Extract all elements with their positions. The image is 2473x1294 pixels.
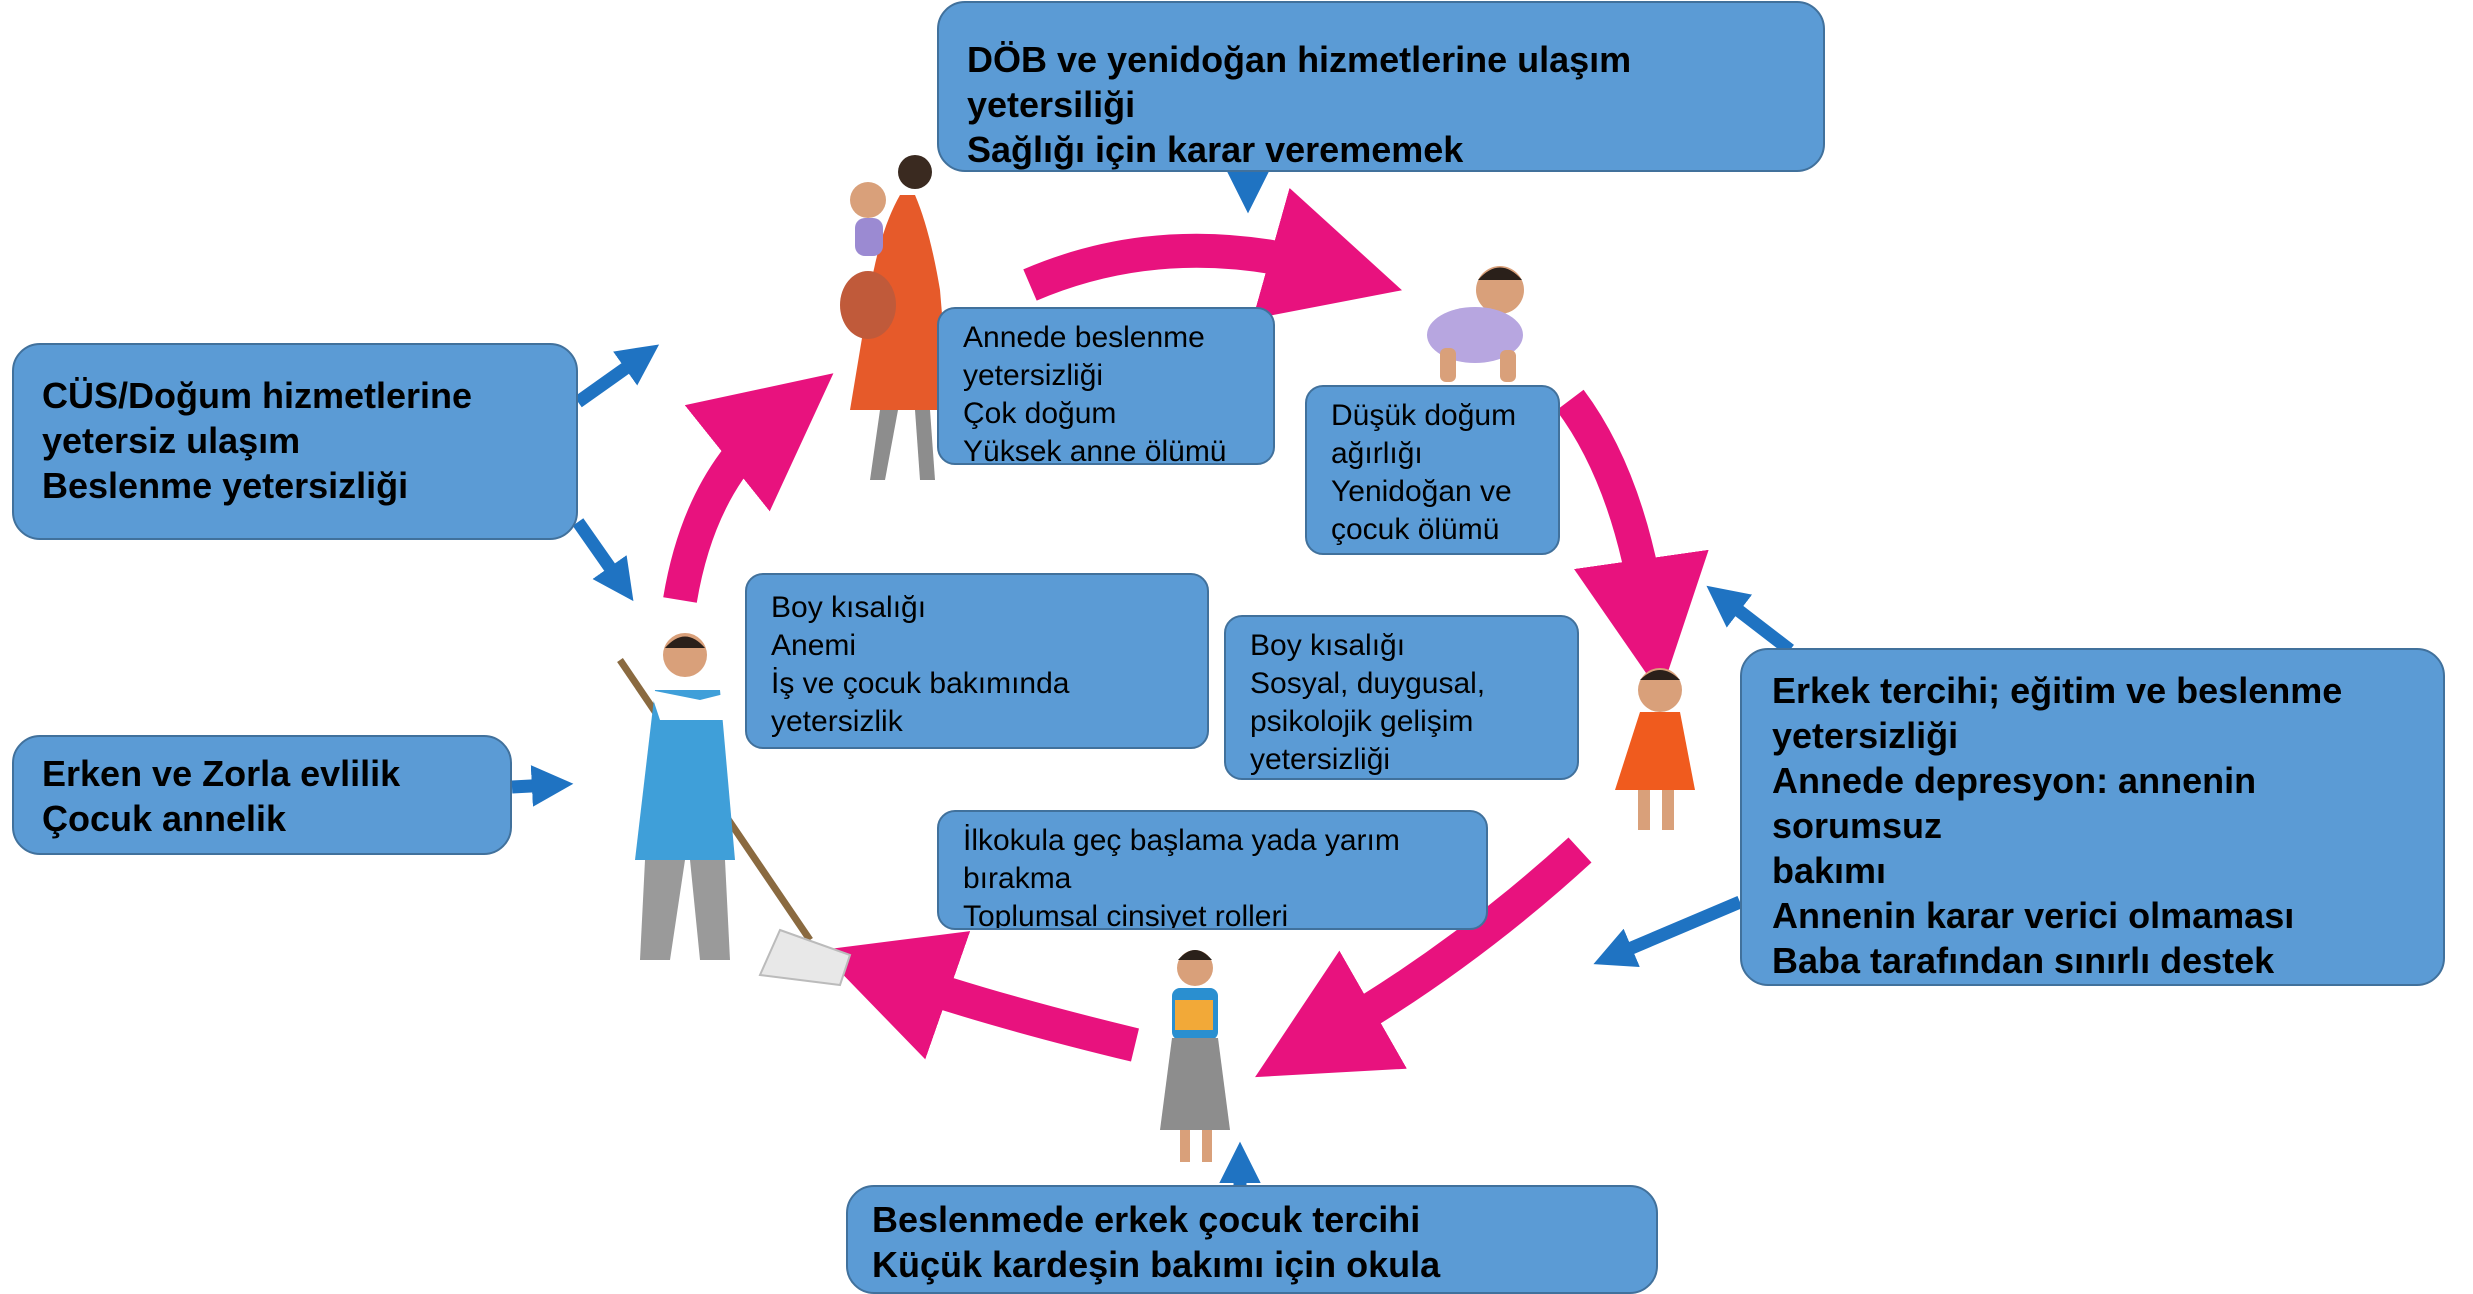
cycle-arrow-child-to-girl bbox=[1255, 837, 1592, 1078]
school-girl-illustration bbox=[1160, 950, 1230, 1162]
cycle-arrow-mother-to-infant bbox=[1023, 187, 1403, 319]
woman-with-mop-illustration bbox=[617, 633, 852, 987]
child-stage-box: Boy kısalığı Sosyal, duygusal, psikoloji… bbox=[1224, 615, 1579, 780]
arrow-left-upper-up bbox=[574, 344, 660, 408]
infant-stage-box: Düşük doğum ağırlığı Yenidoğan ve çocuk … bbox=[1305, 385, 1560, 555]
arrow-right-up bbox=[1706, 585, 1794, 656]
child-illustration bbox=[1615, 668, 1695, 830]
left-lower-factors-box: Erken ve Zorla evlilik Çocuk annelik bbox=[12, 735, 512, 855]
mother-with-baby-illustration bbox=[840, 155, 950, 480]
cycle-arrows bbox=[663, 187, 1709, 1078]
influence-arrows bbox=[511, 171, 1794, 1185]
cycle-arrow-infant-to-child bbox=[1556, 389, 1709, 695]
cycle-arrow-girl-to-woman bbox=[819, 931, 1139, 1062]
arrow-right-down bbox=[1593, 896, 1743, 968]
mother-stage-box: Annede beslenme yetersizliği Çok doğum Y… bbox=[937, 307, 1275, 465]
woman-stage-box: Boy kısalığı Anemi İş ve çocuk bakımında… bbox=[745, 573, 1209, 749]
right-factors-box: Erkek tercihi; eğitim ve beslenme yeters… bbox=[1740, 648, 2445, 986]
arrow-left-lower bbox=[511, 765, 574, 807]
infant-illustration bbox=[1427, 266, 1524, 382]
bottom-factors-box: Beslenmede erkek çocuk tercihi Küçük kar… bbox=[846, 1185, 1658, 1294]
cycle-arrow-woman-to-mother bbox=[663, 373, 834, 603]
girl-stage-box: İlkokula geç başlama yada yarım bırakma … bbox=[937, 810, 1488, 930]
left-upper-factors-box: CÜS/Doğum hizmetlerine yetersiz ulaşım B… bbox=[12, 343, 578, 540]
top-factors-box: DÖB ve yenidoğan hizmetlerine ulaşım yet… bbox=[937, 1, 1825, 172]
arrow-left-upper-down bbox=[572, 518, 634, 602]
